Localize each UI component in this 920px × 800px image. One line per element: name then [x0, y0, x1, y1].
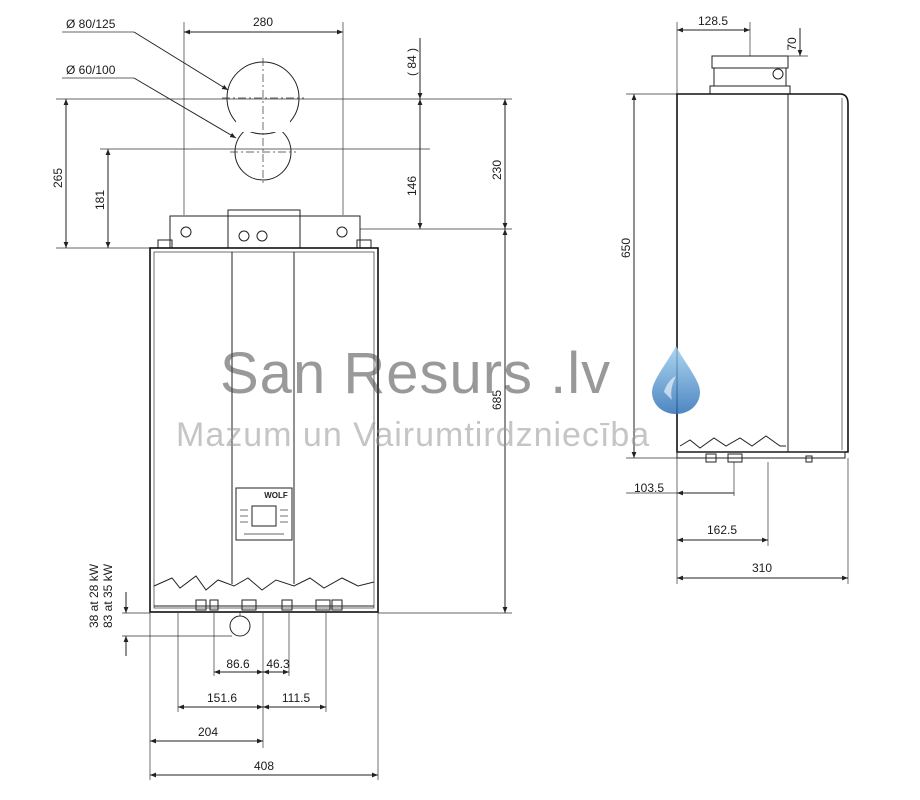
dim-162-5-label: 162.5 [707, 523, 737, 537]
dim-86-6-label: 86.6 [226, 657, 250, 671]
watermark-title: San Resurs .lv [220, 341, 612, 406]
dim-230-label: 230 [490, 160, 504, 180]
dim-685-label: 685 [490, 390, 504, 410]
side-flue-adapter [709, 55, 791, 95]
side-view: 128.5 70 650 [619, 14, 849, 584]
boiler-side-body [676, 93, 849, 463]
pipe-small-label: Ø 60/100 [66, 63, 116, 77]
side-bottom-dimensions: 103.5 162.5 310 [626, 458, 849, 584]
dimension-650: 650 [619, 93, 677, 459]
dim-265-label: 265 [51, 168, 65, 188]
panel-logo: WOLF [264, 491, 288, 500]
dim-70-label: 70 [785, 37, 799, 51]
dim-181-label: 181 [93, 190, 107, 210]
dimension-230: 230 [490, 99, 508, 229]
flue-outlet [222, 58, 304, 184]
dim-top-width-label: 280 [253, 15, 273, 29]
boiler-front-body: WOLF [149, 247, 379, 637]
dimension-outlet-depth: 38 at 28 kW 83 at 35 kW [87, 563, 232, 656]
watermark-subtitle: Mazum un Vairumtirdzniecība [176, 416, 651, 454]
control-panel: WOLF [235, 487, 293, 541]
dim-408-label: 408 [254, 759, 274, 773]
dim-103-5-label: 103.5 [634, 481, 664, 495]
dim-28kw-label: 38 at 28 kW [87, 563, 101, 628]
dimension-685: 685 [490, 229, 508, 613]
dim-84-label: ( 84 ) [405, 48, 419, 76]
pipe-callouts: Ø 80/125 Ø 60/100 [62, 17, 237, 139]
dim-310-label: 310 [752, 561, 772, 575]
dimension-top-width: 280 [183, 15, 344, 215]
watermark-drop-icon [652, 346, 700, 414]
dimension-181: 181 [93, 149, 111, 248]
dimension-146: 146 [405, 99, 423, 229]
dim-650-label: 650 [619, 238, 633, 258]
dim-46-3-label: 46.3 [266, 657, 290, 671]
dim-204-label: 204 [198, 725, 218, 739]
dimension-84: ( 84 ) [405, 38, 423, 99]
dim-35kw-label: 83 at 35 kW [101, 563, 115, 628]
front-view: 280 Ø 80/125 Ø 60/100 ( 84 [51, 15, 512, 780]
dim-111-5-label: 111.5 [282, 691, 311, 705]
dim-151-6-label: 151.6 [207, 691, 237, 705]
bottom-dimensions: 86.6 46.3 151.6 111.5 204 408 [149, 613, 379, 780]
mounting-bracket [157, 209, 372, 249]
pipe-large-label: Ø 80/125 [66, 17, 116, 31]
dimension-265: 265 [51, 99, 69, 248]
dim-128-5-label: 128.5 [698, 14, 728, 28]
dim-146-label: 146 [405, 176, 419, 196]
dimension-128-5: 128.5 [676, 14, 751, 94]
